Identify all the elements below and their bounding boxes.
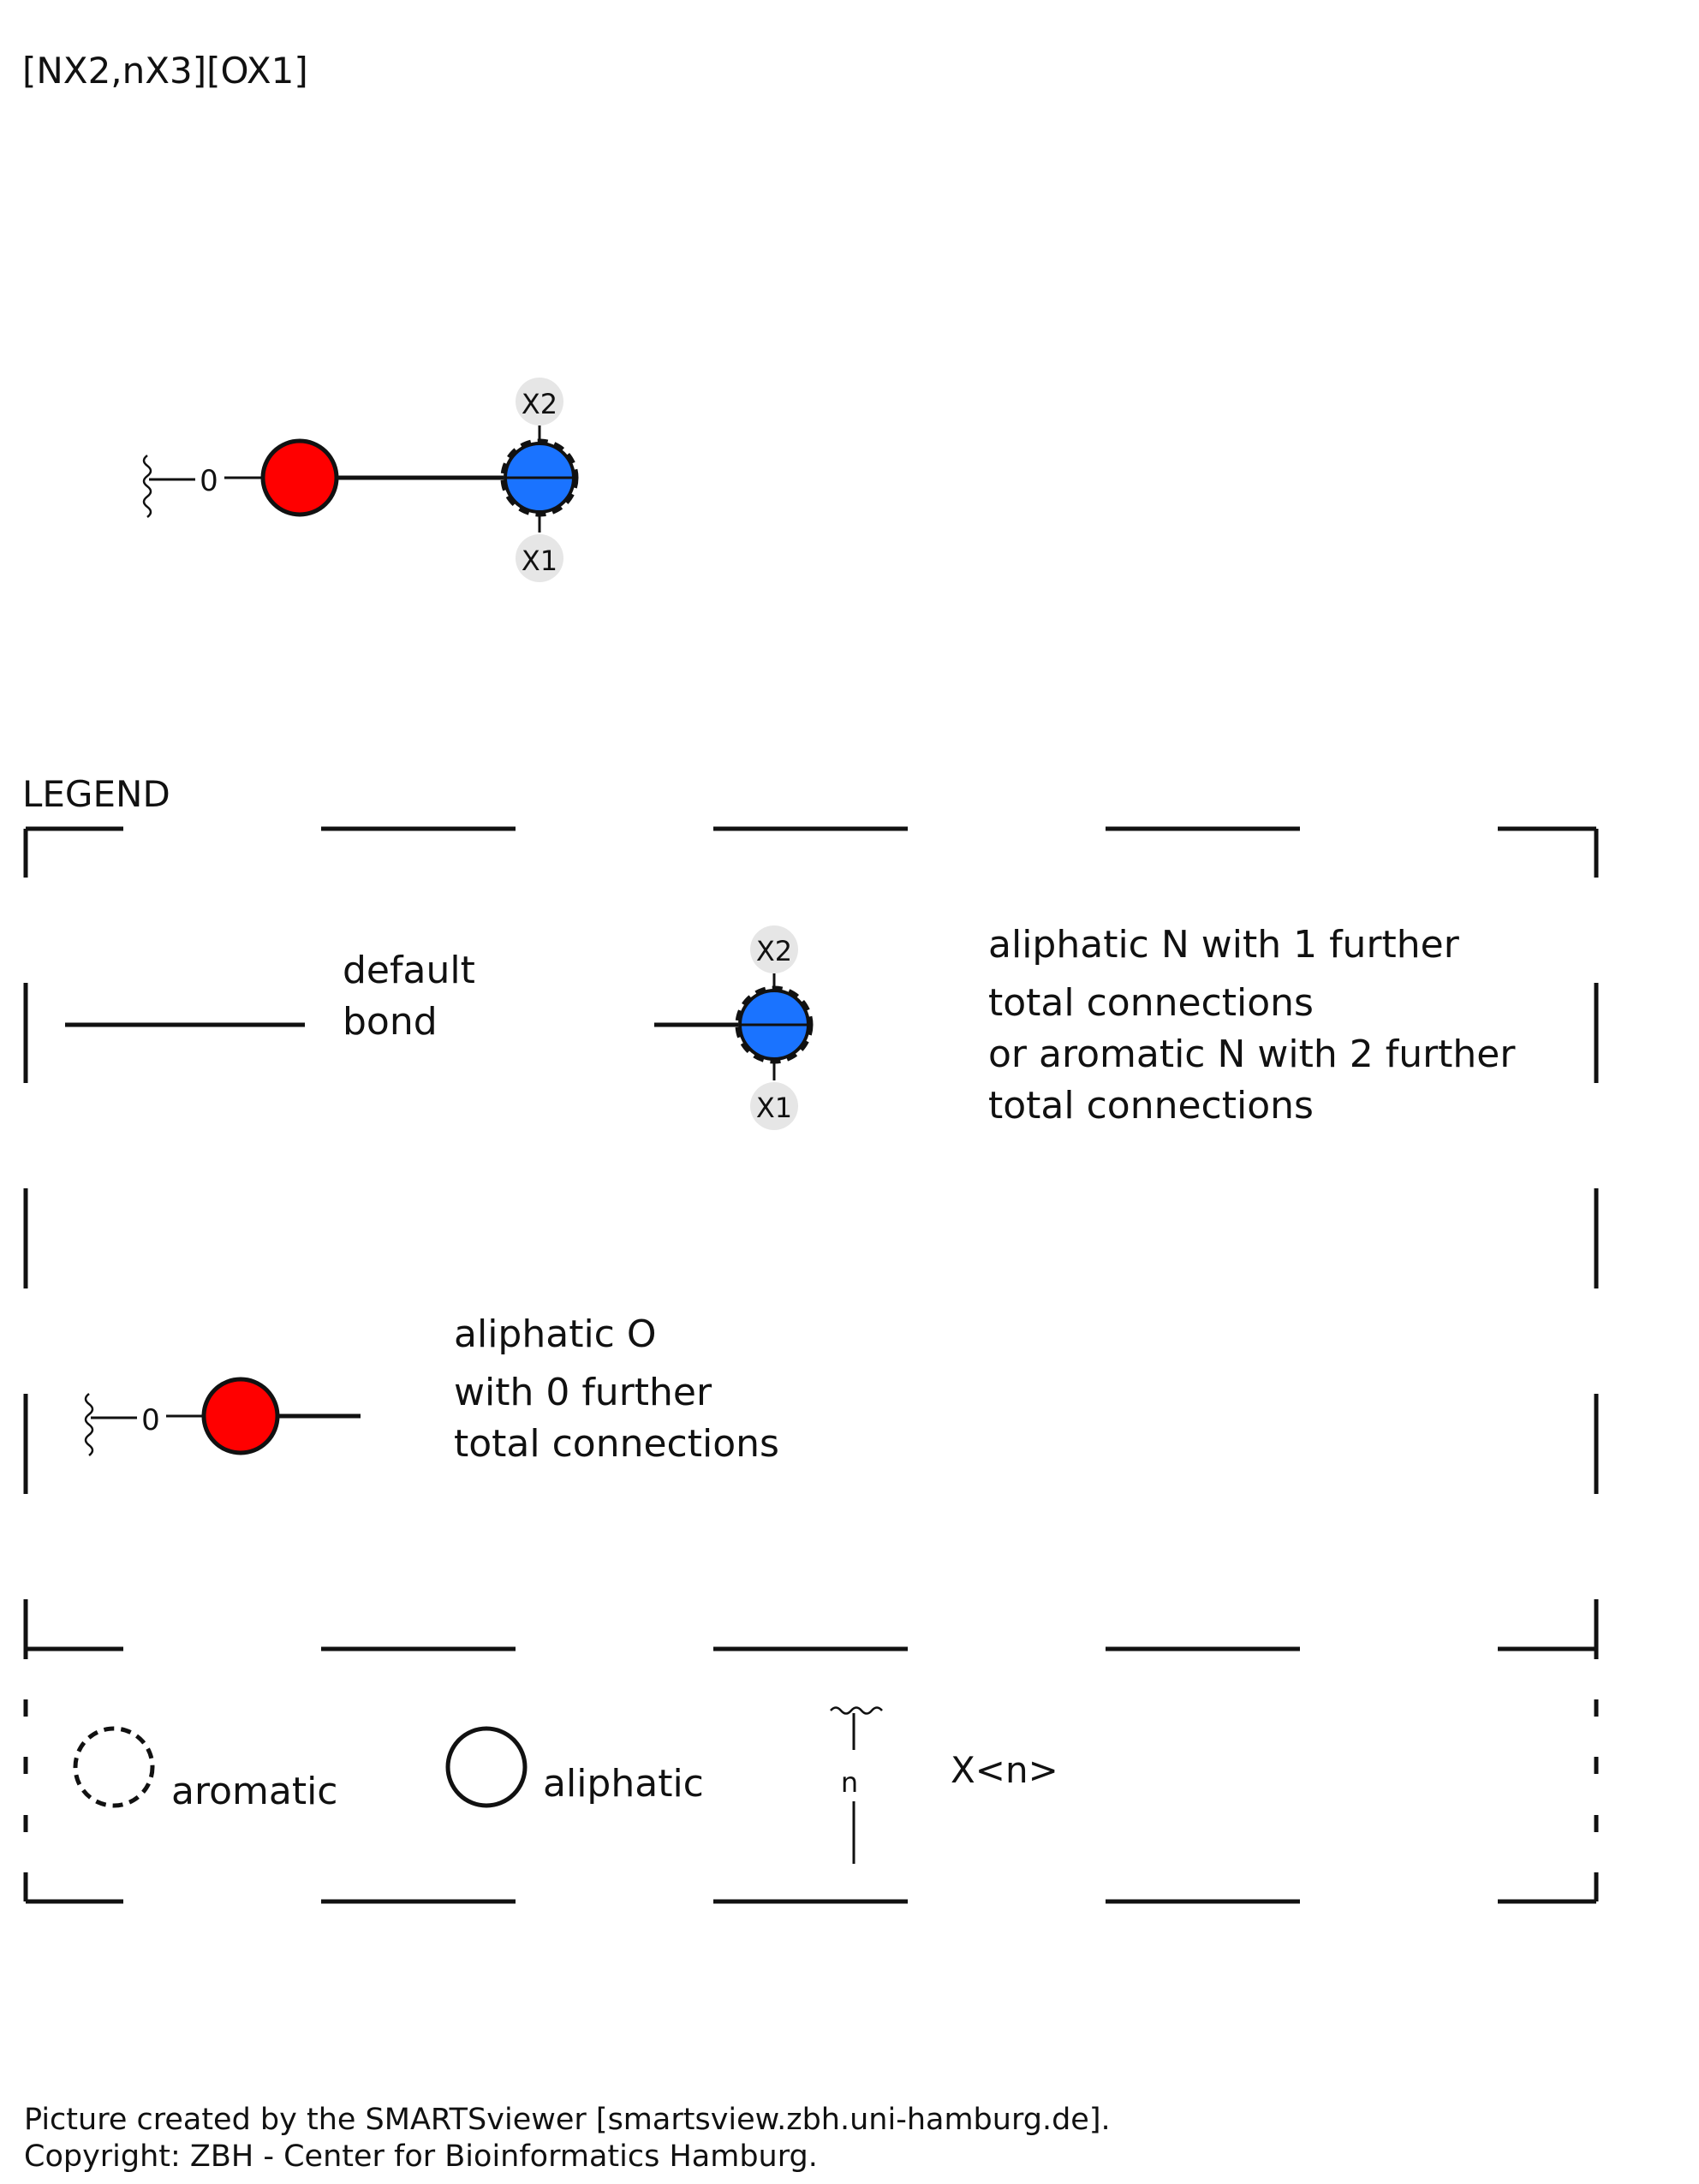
smarts-title: [NX2,nX3][OX1] bbox=[22, 50, 308, 92]
aromatic-dashed-circle-icon bbox=[73, 1726, 155, 1808]
legend-x1-badge bbox=[750, 1082, 798, 1130]
legend-oxygen-atom bbox=[201, 1377, 280, 1455]
molecule: 0 X2 X1 bbox=[142, 378, 579, 582]
key-n-label: n bbox=[841, 1766, 858, 1799]
key-frame bbox=[23, 1606, 1599, 1904]
legend-o-desc-line1: aliphatic O bbox=[454, 1312, 656, 1356]
legend-n-desc-line3: or aromatic N with 2 further bbox=[988, 1032, 1516, 1076]
legend-n-desc-line4: total connections bbox=[988, 1084, 1314, 1128]
legend-bond-label-line2: bond bbox=[343, 1000, 438, 1044]
legend-o-connection-label: 0 bbox=[141, 1403, 160, 1437]
x2-badge bbox=[516, 378, 563, 425]
legend-oxygen: 0 aliphatic O with 0 further total conne… bbox=[84, 1312, 779, 1466]
footer-line2: Copyright: ZBH - Center for Bioinformati… bbox=[24, 2139, 818, 2174]
legend-attachment-wavy-icon bbox=[84, 1393, 94, 1456]
key-aromatic-label: aromatic bbox=[171, 1770, 338, 1813]
legend-default-bond: default bond bbox=[65, 949, 475, 1044]
legend-n-top-label: X2 bbox=[756, 935, 792, 967]
key-aliphatic-label: aliphatic bbox=[543, 1762, 704, 1806]
legend-bond-label-line1: default bbox=[343, 949, 475, 992]
legend-n-desc-line2: total connections bbox=[988, 981, 1314, 1025]
aliphatic-solid-circle-icon bbox=[445, 1726, 528, 1808]
key-connection-count: n X<n> bbox=[830, 1706, 1058, 1864]
key-xn-label: X<n> bbox=[951, 1749, 1058, 1791]
legend-n-desc-line1: aliphatic N with 1 further bbox=[988, 923, 1460, 967]
legend-o-desc-line3: total connections bbox=[454, 1422, 779, 1466]
legend-o-desc-line2: with 0 further bbox=[454, 1371, 712, 1414]
oxygen-atom bbox=[260, 438, 339, 517]
nitrogen-atom-dashed-outline bbox=[500, 438, 579, 517]
legend-x2-badge bbox=[750, 925, 798, 973]
key-wavy-icon bbox=[830, 1706, 883, 1715]
attachment-wavy-icon bbox=[142, 455, 152, 518]
key-aliphatic: aliphatic bbox=[445, 1726, 704, 1808]
legend-nitrogen: X2 X1 aliphatic N with 1 further total c… bbox=[654, 923, 1516, 1130]
nitrogen-bottom-label: X1 bbox=[522, 545, 557, 577]
footer-line1: Picture created by the SMARTSviewer [sma… bbox=[24, 2103, 1111, 2137]
oxygen-connection-label: 0 bbox=[200, 464, 218, 498]
nitrogen-top-label: X2 bbox=[522, 388, 557, 420]
legend-n-bottom-label: X1 bbox=[756, 1092, 792, 1124]
legend-nitrogen-atom-dashed-outline bbox=[735, 985, 814, 1064]
x1-badge bbox=[516, 534, 563, 582]
key-aromatic: aromatic bbox=[73, 1726, 338, 1813]
legend-title: LEGEND bbox=[22, 773, 170, 815]
